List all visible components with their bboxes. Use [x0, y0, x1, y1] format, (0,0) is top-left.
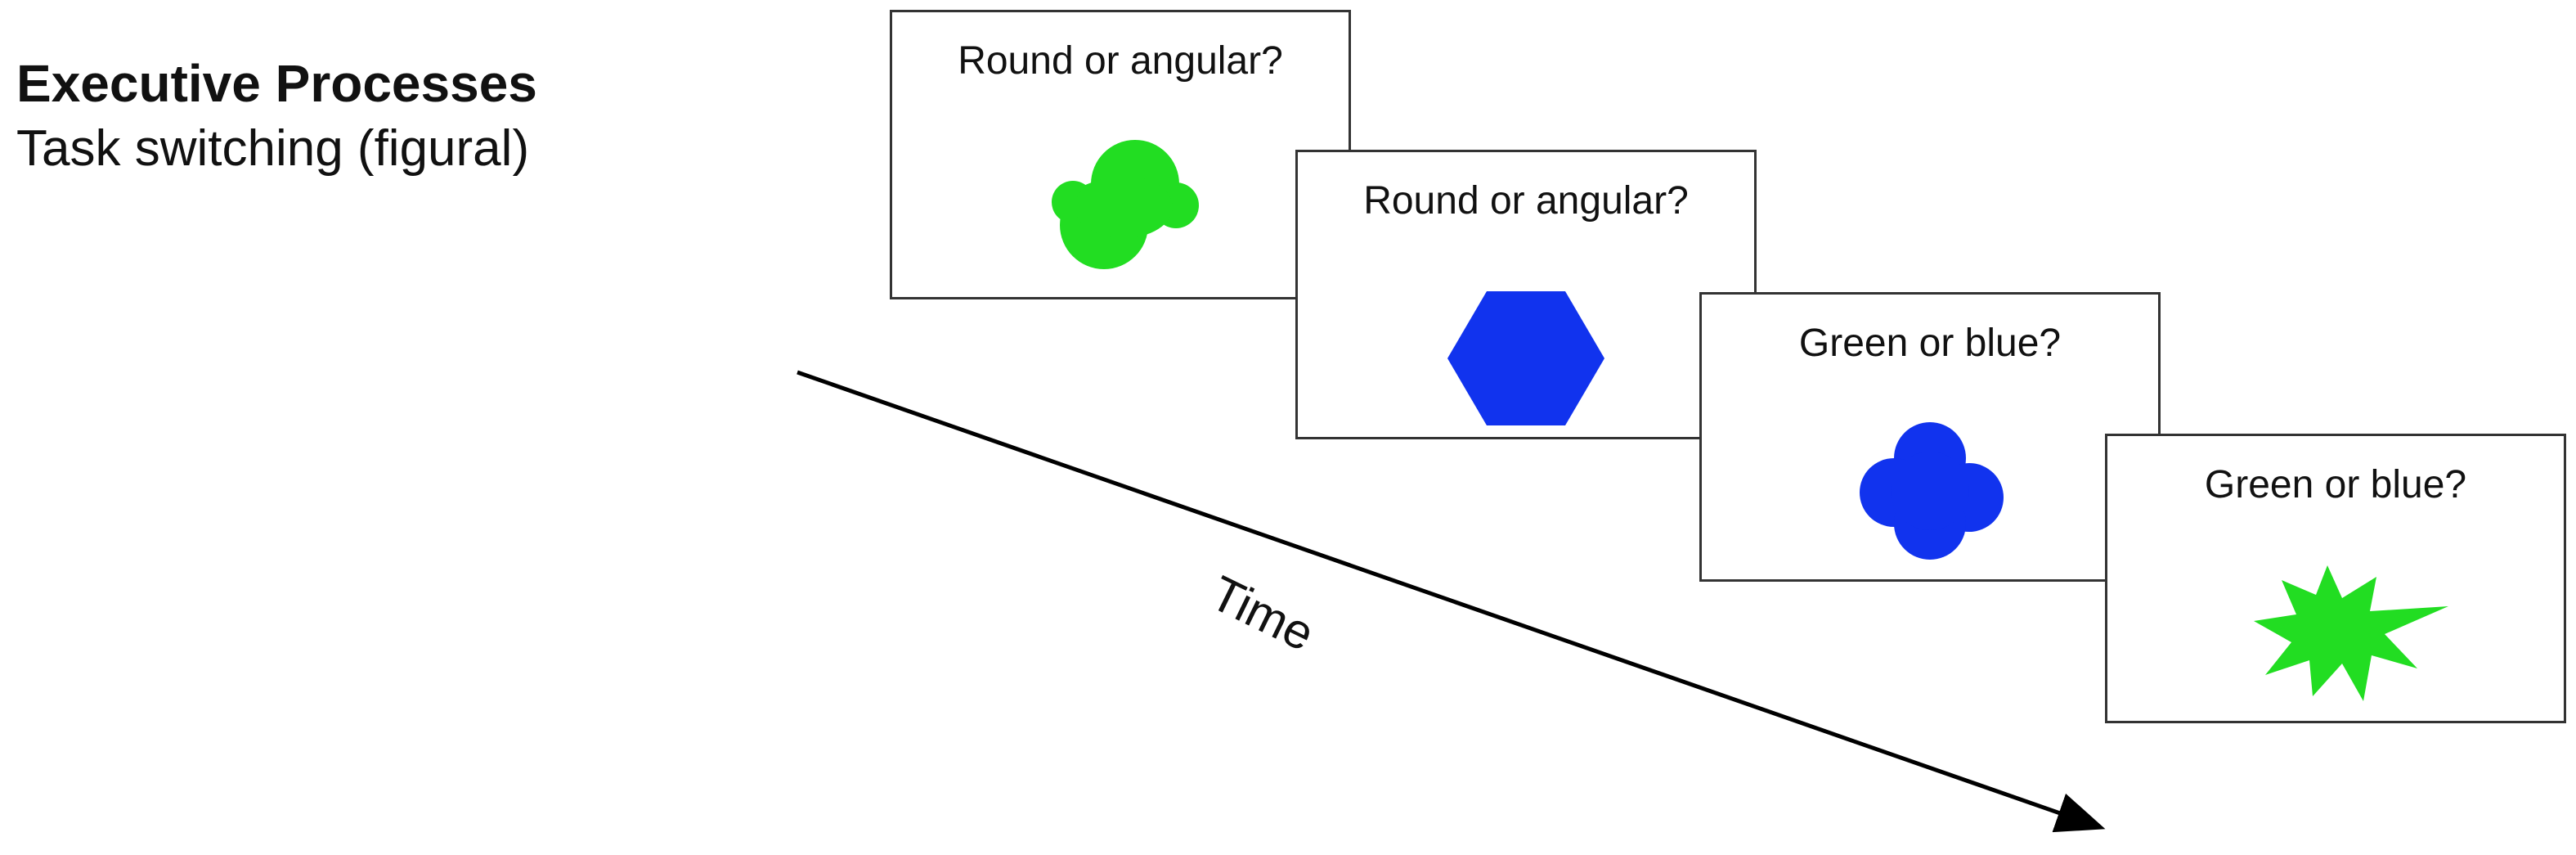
- time-label: Time: [1202, 565, 1323, 662]
- trial-panel-3: Green or blue?: [1699, 292, 2161, 582]
- figure-subtitle: Task switching (figural): [16, 120, 530, 177]
- trial-question-3: Green or blue?: [1798, 322, 2062, 365]
- hexagon-shape: [1447, 291, 1604, 425]
- blue-cloud-stimulus: [1860, 422, 2004, 560]
- trial-panel-2: Round or angular?: [1295, 150, 1757, 439]
- trial-question-4: Green or blue?: [2204, 463, 2467, 506]
- trial-panel-1: Round or angular?: [890, 10, 1351, 299]
- figure-heading: Executive Processes Task switching (figu…: [16, 51, 537, 182]
- trial-question-1: Round or angular?: [958, 39, 1283, 83]
- trial-panel-4: Green or blue?: [2105, 434, 2566, 723]
- figure-title: Executive Processes: [16, 54, 537, 113]
- green-blob-stimulus: [1052, 140, 1199, 269]
- trial-question-2: Round or angular?: [1363, 179, 1689, 223]
- starburst-shape: [2254, 565, 2448, 701]
- cloud-shape: [1860, 422, 2004, 560]
- green-starburst-stimulus: [2254, 565, 2448, 701]
- blue-hexagon-stimulus: [1447, 291, 1604, 425]
- blob-shape: [1052, 140, 1199, 269]
